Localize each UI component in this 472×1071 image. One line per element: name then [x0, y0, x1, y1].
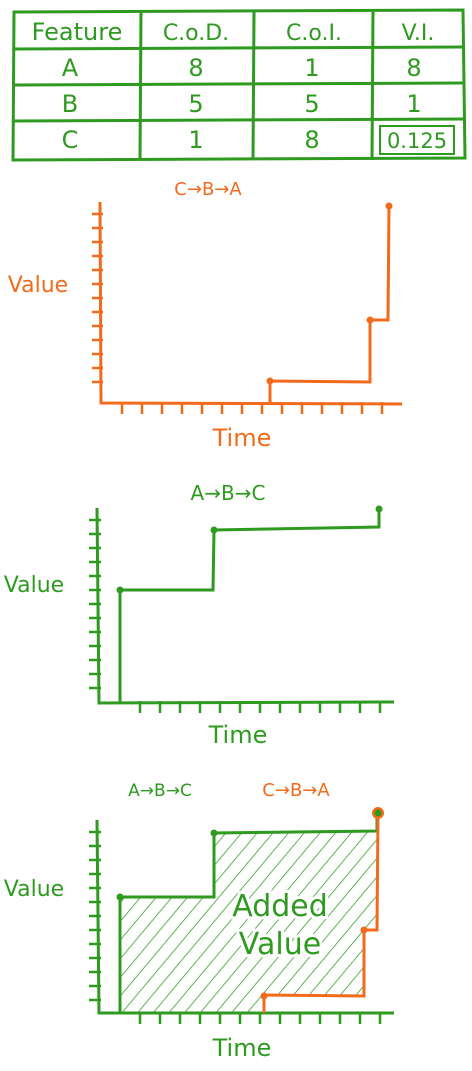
table-line-v3 [370, 11, 375, 161]
cell-a-feature: A [62, 54, 79, 82]
chart-3-green-point-b [210, 829, 218, 837]
chart-2-point-c [375, 505, 383, 513]
table-line-v2 [251, 11, 256, 161]
cell-b-vi: 1 [406, 90, 421, 118]
chart-2-order-label: A→B→C [191, 481, 266, 505]
chart-3: A→B→C C→B→A Value Time Added V [4, 780, 394, 1062]
chart-1-x-label: Time [212, 424, 272, 452]
chart-1-y-label: Value [8, 273, 68, 298]
chart-3-green-point-a [116, 893, 124, 901]
chart-2: A→B→C Value Time [4, 481, 395, 749]
cell-b-feature: B [62, 90, 78, 118]
cell-a-coi: 1 [304, 54, 319, 82]
chart-2-y-label: Value [4, 573, 64, 598]
chart-3-y-label: Value [4, 877, 64, 902]
table-border [11, 8, 467, 162]
chart-1-point-c [266, 377, 274, 385]
chart-3-area-label-line1: Added [232, 889, 328, 924]
cell-c-cod: 1 [188, 126, 203, 154]
header-vi: V.I. [402, 21, 435, 46]
chart-1-point-b [366, 316, 374, 324]
chart-3-order-label-green: A→B→C [128, 781, 192, 801]
chart-2-point-a [116, 586, 124, 594]
chart-2-step-line [118, 509, 381, 703]
chart-3-added-value-area [120, 831, 377, 1012]
chart-2-x-ticks [138, 701, 382, 713]
chart-1-y-ticks [92, 212, 103, 384]
cell-c-vi: 0.125 [387, 129, 447, 153]
chart-1-step-line [268, 205, 391, 403]
chart-2-axes [95, 507, 395, 705]
cell-a-vi: 8 [406, 54, 421, 82]
table-line-h3 [13, 117, 464, 123]
chart-3-orange-point-b [360, 926, 368, 934]
chart-3-end-point-green [374, 809, 382, 817]
cell-c-feature: C [62, 126, 79, 154]
table-line-h2 [13, 81, 464, 87]
chart-2-point-b [210, 526, 218, 534]
cell-c-vi-box [379, 125, 455, 155]
chart-3-order-label-orange: C→B→A [262, 780, 330, 801]
chart-1-point-a [385, 202, 393, 210]
chart-3-orange-point-c [260, 992, 268, 1000]
chart-3-axes [95, 819, 394, 1015]
chart-3-area-label-line2: Value [239, 927, 321, 962]
chart-3-x-label: Time [212, 1034, 272, 1062]
table-line-h1 [13, 45, 464, 51]
feature-table: Feature C.o.D. C.o.I. V.I. A 8 1 8 B 5 5… [11, 8, 467, 162]
table-line-v1 [138, 11, 143, 161]
cell-c-coi: 8 [304, 126, 319, 154]
chart-3-y-ticks [89, 830, 101, 1002]
chart-2-x-label: Time [208, 721, 268, 749]
chart-1-axes [98, 201, 403, 406]
chart-1: C→B→A Value Time [8, 179, 403, 452]
header-feature: Feature [32, 18, 123, 46]
chart-1-x-ticks [120, 402, 384, 414]
cell-b-cod: 5 [188, 90, 203, 118]
cell-b-coi: 5 [304, 90, 319, 118]
chart-3-x-ticks [138, 1012, 382, 1024]
chart-2-y-ticks [89, 518, 101, 690]
header-cod: C.o.D. [163, 21, 229, 46]
chart-1-order-label: C→B→A [174, 179, 242, 200]
cell-a-cod: 8 [188, 54, 203, 82]
header-coi: C.o.I. [286, 21, 342, 46]
